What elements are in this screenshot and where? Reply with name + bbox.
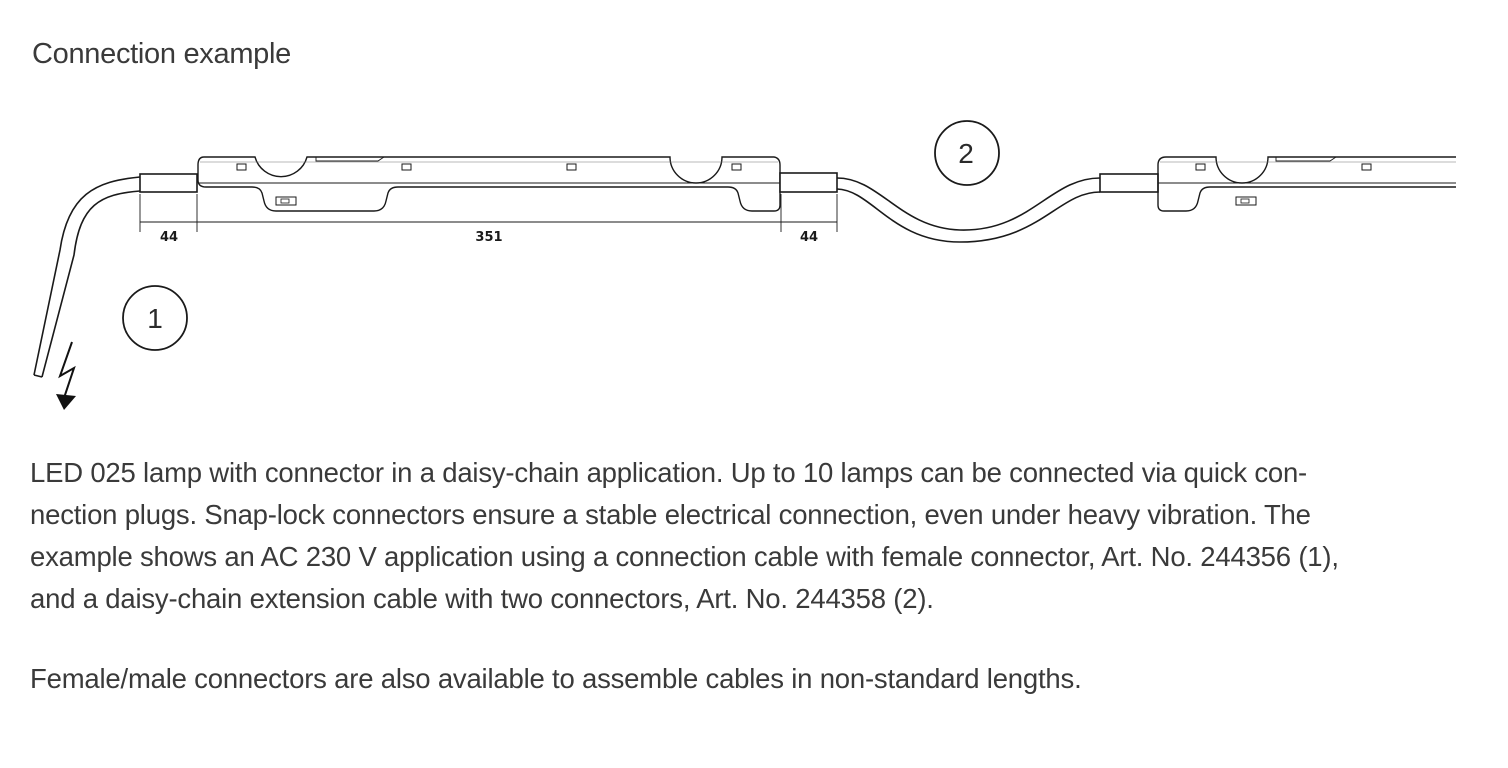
dimension-label-lamp-body: 351 <box>475 230 502 245</box>
second-led-lamp-body <box>1157 156 1456 212</box>
callout-2: 2 <box>934 120 1000 186</box>
note-text: Female/male connectors are also availabl… <box>30 663 1082 694</box>
left-connector <box>139 173 198 193</box>
callout-1: 1 <box>122 285 188 351</box>
callout-1-label: 1 <box>147 303 163 334</box>
section-heading: Connection example <box>32 38 291 70</box>
connection-diagram: 44 351 44 1 2 <box>33 120 1456 410</box>
dimension-lines <box>139 194 838 232</box>
extension-cable <box>836 177 1101 243</box>
dimension-label-left-connector: 44 <box>160 230 178 245</box>
led-lamp-body <box>197 156 781 212</box>
second-lamp-connector <box>1099 173 1159 193</box>
description-text: LED 025 lamp with connector in a daisy-c… <box>30 457 1339 614</box>
dimension-label-right-connector: 44 <box>800 230 818 245</box>
lightning-arrow-icon <box>56 341 76 410</box>
supply-cable <box>33 176 141 378</box>
callout-2-label: 2 <box>958 138 974 169</box>
right-connector <box>779 172 838 193</box>
